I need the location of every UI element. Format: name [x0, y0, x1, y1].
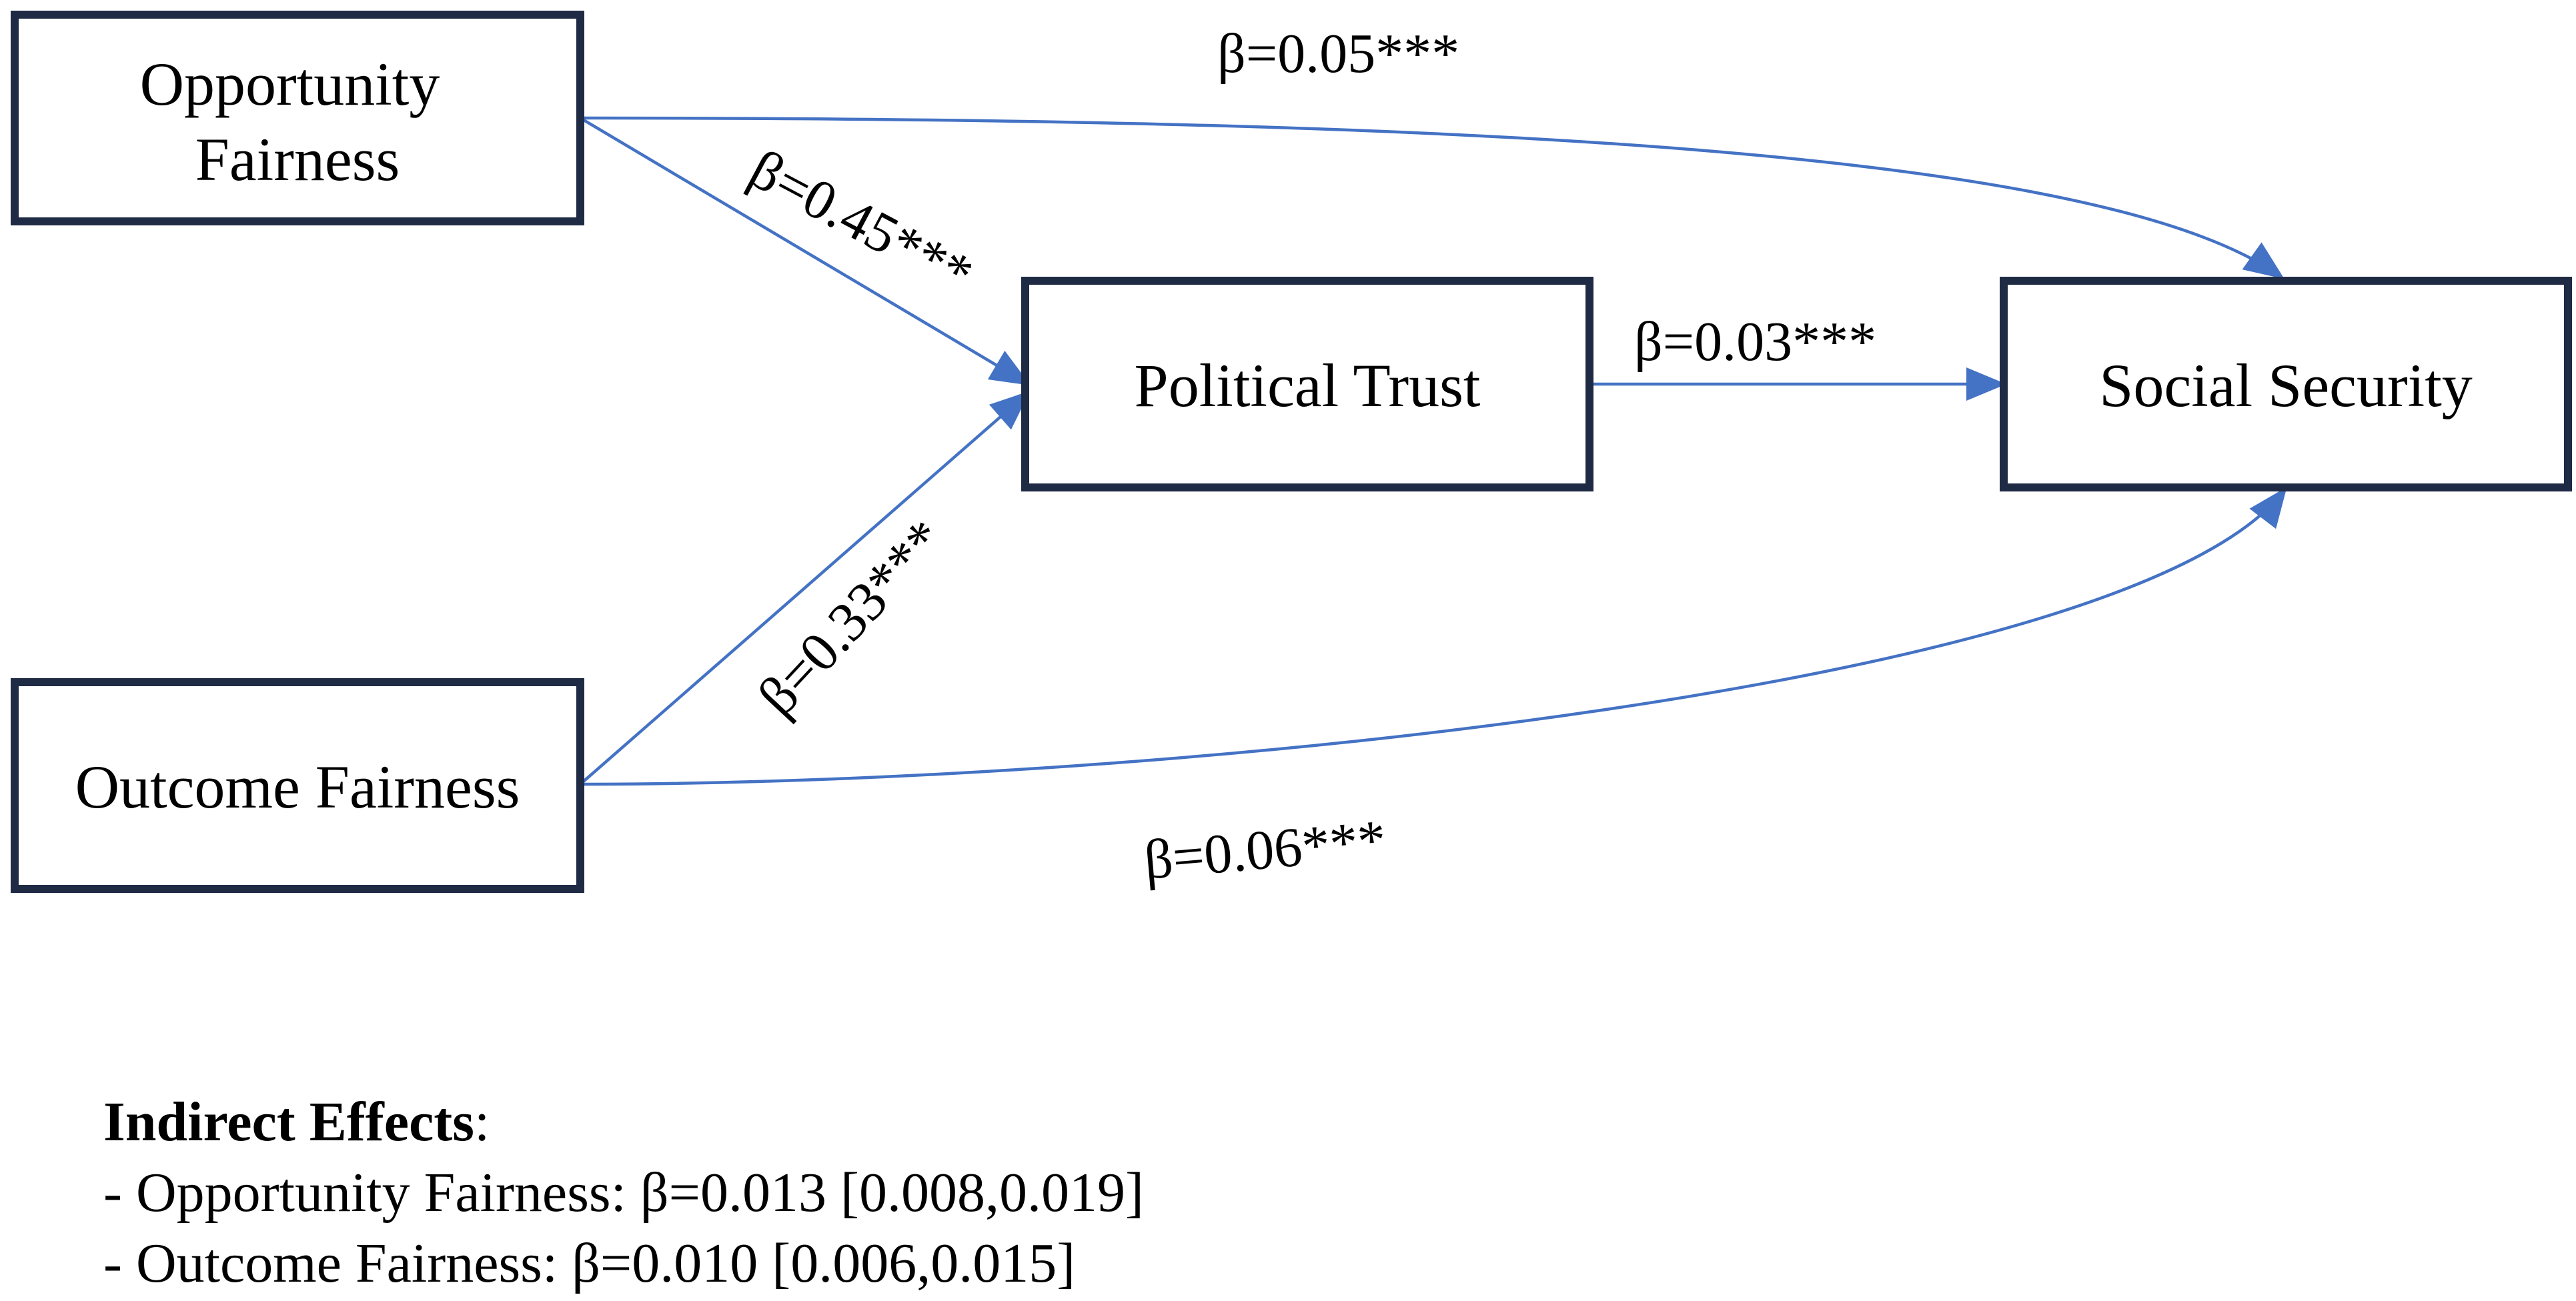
indirect-effects-colon: : [474, 1091, 490, 1153]
indirect-effects-heading: Indirect Effects [103, 1091, 474, 1153]
node-opportunity-fairness-line1: Opportunity [140, 50, 440, 118]
edge-outcome-to-social-security [580, 487, 2287, 786]
node-outcome-fairness-line1: Outcome Fairness [75, 753, 520, 821]
svg-text:Opportunity Fairness: Opportunity Fairness [140, 50, 456, 193]
node-outcome-fairness: Outcome Fairness [11, 678, 584, 893]
node-social-security: Social Security [2000, 277, 2572, 491]
svg-text:Social Security: Social Security [2099, 351, 2473, 419]
svg-text:Political Trust: Political Trust [1135, 351, 1481, 419]
node-political-trust: Political Trust [1021, 277, 1593, 491]
label-outcome-to-political-trust: β=0.33*** [746, 508, 957, 728]
label-opportunity-to-social-security: β=0.05*** [1217, 23, 1459, 85]
svg-text:Outcome Fairness: Outcome Fairness [75, 753, 520, 821]
node-opportunity-fairness-line2: Fairness [195, 125, 400, 193]
indirect-effects-title: Indirect Effects: [103, 1087, 1144, 1158]
label-opportunity-to-political-trust: β=0.45*** [740, 138, 983, 307]
indirect-effect-outcome: - Outcome Fairness: β=0.010 [0.006,0.015… [103, 1232, 1076, 1294]
node-social-security-line1: Social Security [2099, 351, 2473, 419]
label-political-trust-to-social-security: β=0.03*** [1634, 311, 1876, 373]
node-political-trust-line1: Political Trust [1135, 351, 1481, 419]
edge-opportunity-to-political-trust [579, 117, 1031, 386]
edge-opportunity-to-social-security [580, 116, 2285, 279]
node-opportunity-fairness: Opportunity Fairness [11, 11, 584, 225]
edge-outcome-to-political-trust [579, 391, 1031, 786]
indirect-effects-panel: Indirect Effects: - Opportunity Fairness… [103, 1087, 1144, 1299]
indirect-effect-opportunity: - Opportunity Fairness: β=0.013 [0.008,0… [103, 1162, 1144, 1224]
label-outcome-to-social-security: β=0.06*** [1142, 809, 1389, 892]
